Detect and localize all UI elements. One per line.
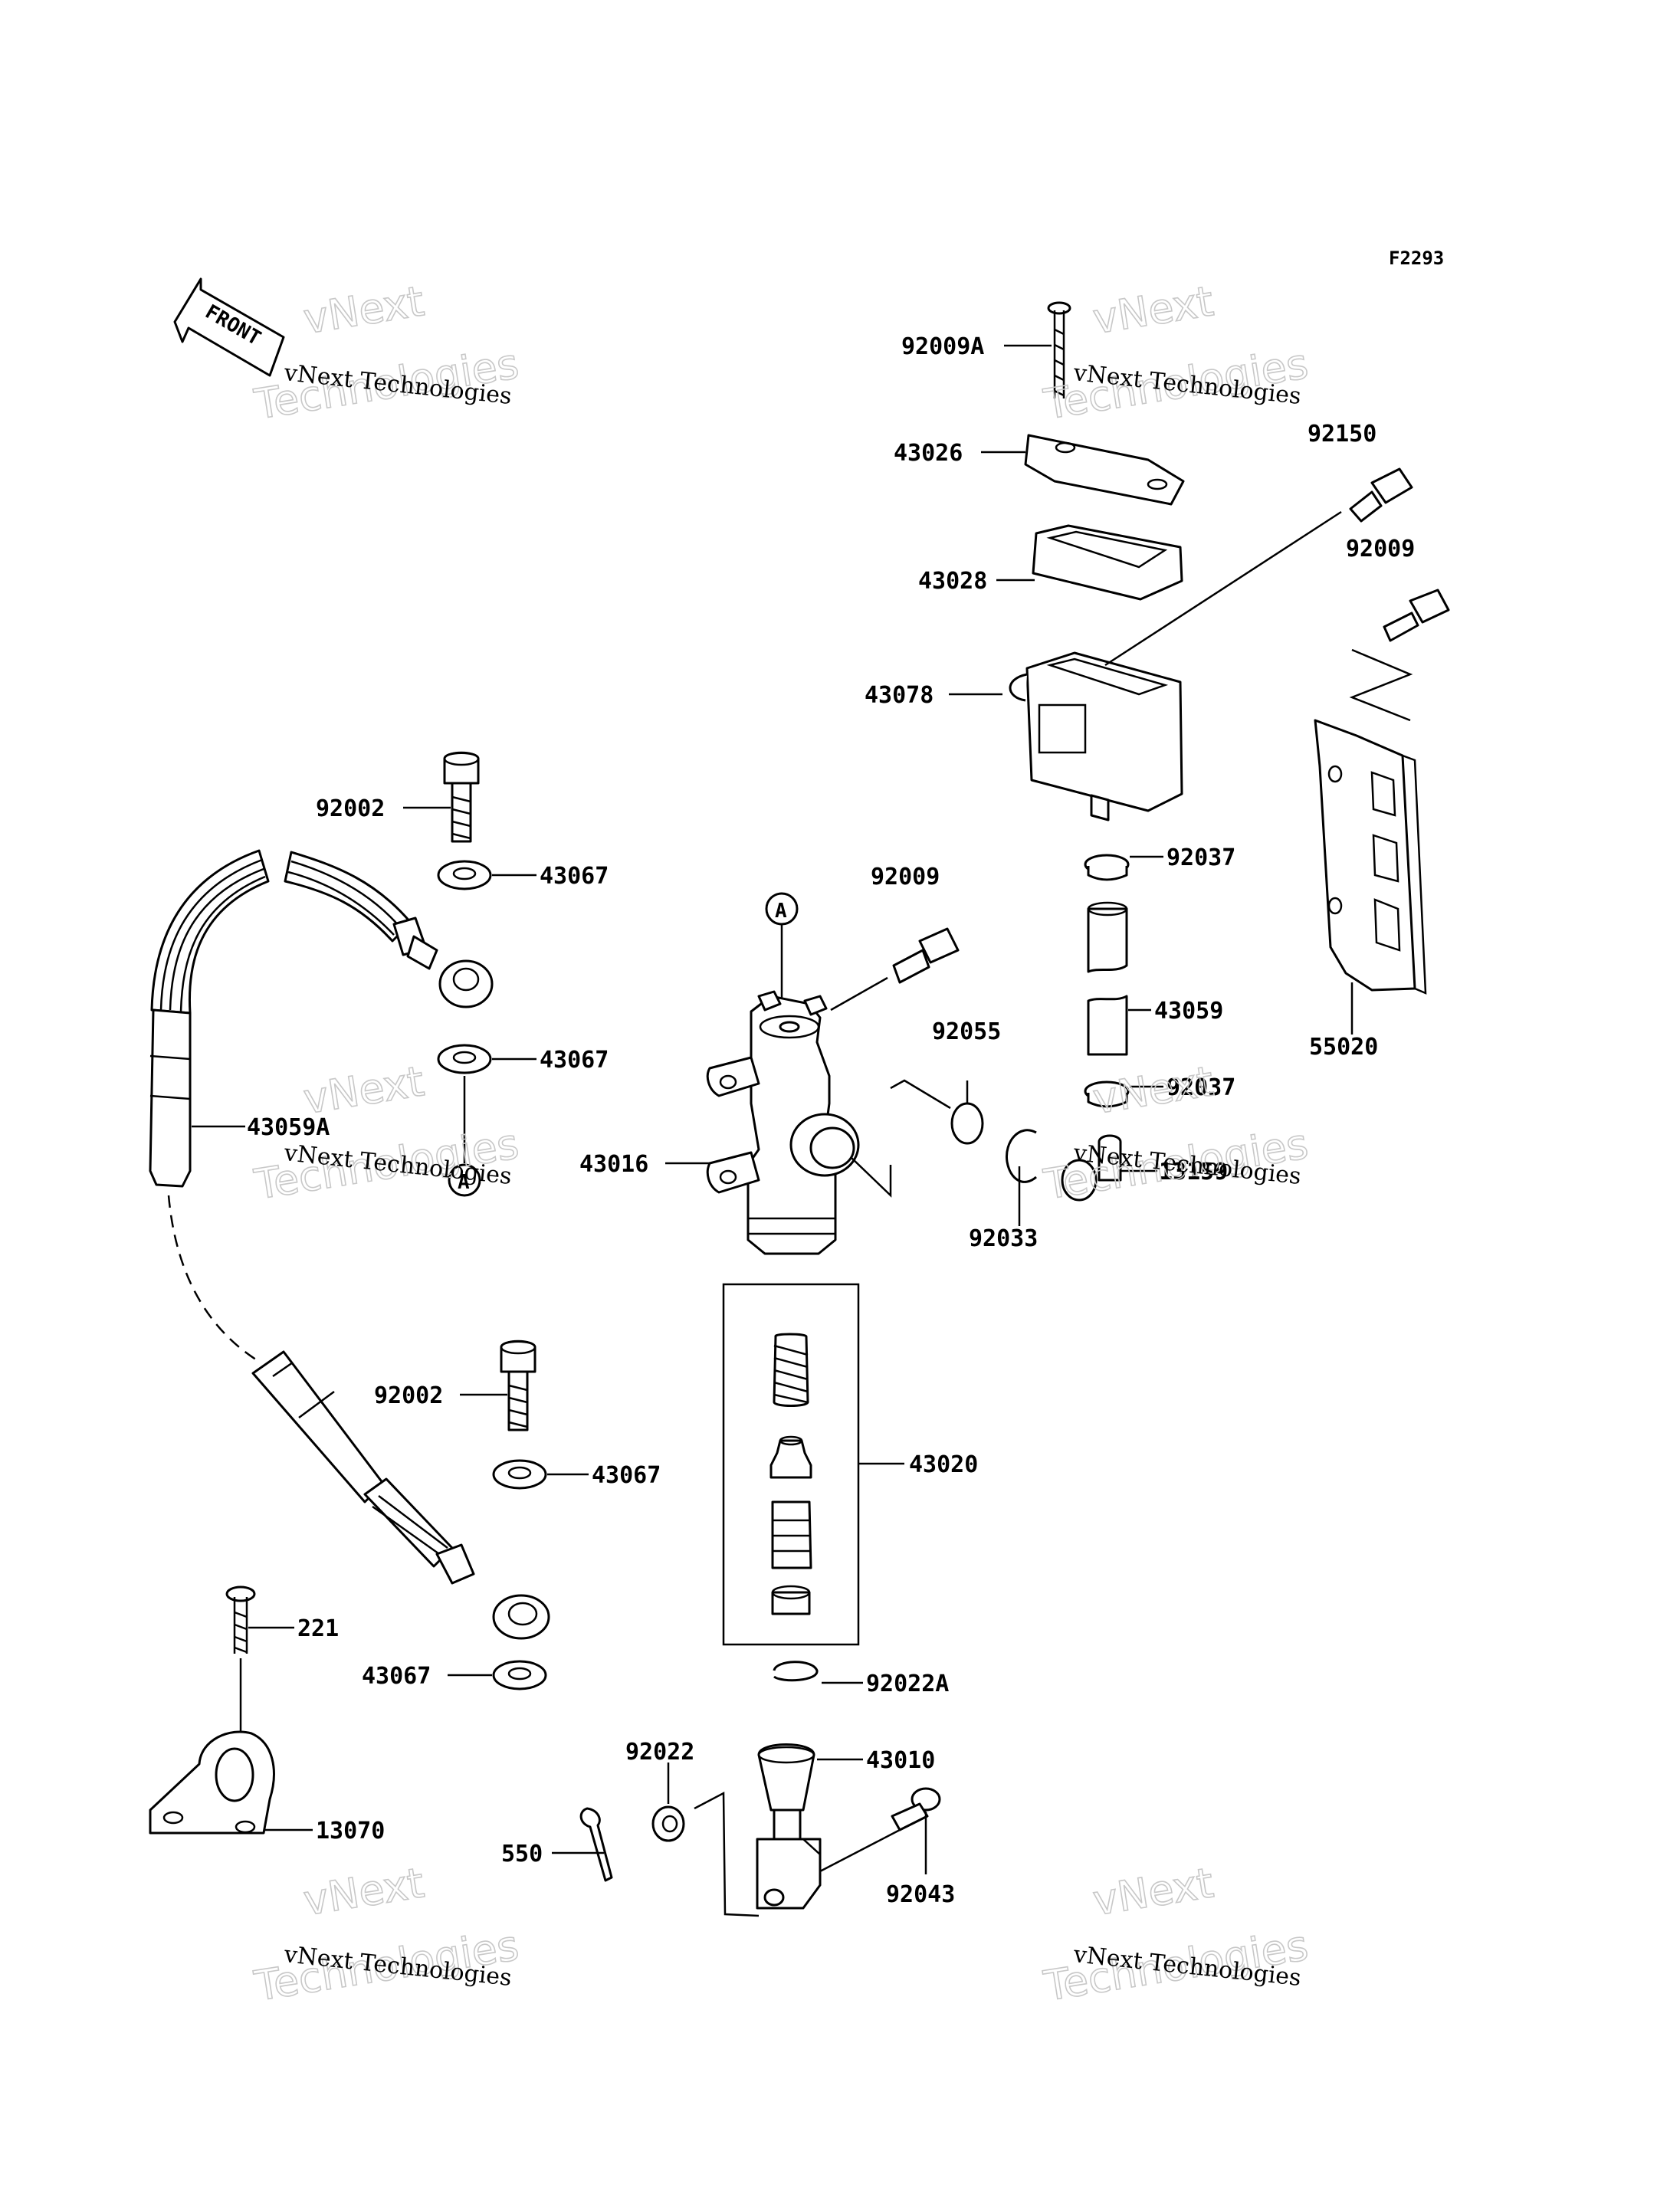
svg-text:vNext: vNext [300,1858,428,1925]
label-43078: 43078 [865,682,934,709]
master-cylinder-43016 [706,990,860,1255]
bracket-13070 [149,1730,313,1835]
clamp-92037-a [1084,854,1130,881]
label-92009a: 92009A [901,333,984,360]
label-92009-top: 92009 [1346,536,1415,562]
diaphragm-43028 [1032,524,1183,601]
hose-43059 [1087,901,1128,1056]
clip-92022a [773,1661,863,1684]
leader-43016-join [850,1156,892,1198]
label-221: 221 [297,1615,339,1642]
svg-text:vNext: vNext [300,277,428,343]
label-92002-top: 92002 [316,795,385,822]
bolt-92009-mid [830,927,960,1012]
washer-43067-a [437,860,536,890]
svg-text:vNext: vNext [1090,1057,1217,1123]
fitting-13159 [1061,1134,1122,1202]
label-43067-a: 43067 [540,863,609,890]
label-43067-d: 43067 [362,1663,431,1690]
svg-text:vNext: vNext [1090,1858,1217,1925]
label-43028: 43028 [918,568,987,595]
label-43016: 43016 [579,1151,648,1178]
svg-text:A: A [458,1171,470,1194]
label-43067-c: 43067 [592,1462,661,1489]
brake-hose-43059a [149,849,550,1640]
label-43067-b: 43067 [540,1047,609,1074]
label-92033: 92033 [969,1225,1038,1252]
label-55020: 55020 [1309,1034,1378,1061]
callout-a: A [765,892,799,1004]
washer-92022 [651,1763,760,1917]
banjo-bolt-92002-top [403,751,480,843]
label-92037-b: 92037 [1166,1074,1235,1101]
bolt-92150 [1104,467,1413,667]
label-92009-mid: 92009 [871,864,940,890]
label-92037-a: 92037 [1166,844,1235,871]
svg-text:A: A [775,900,787,923]
figure-code: F2293 [1389,248,1444,269]
oring-92055 [890,1079,984,1145]
screw-92009a [1047,301,1071,398]
washer-43067-b: A [437,1044,536,1197]
label-43026: 43026 [894,440,963,467]
label-43059: 43059 [1154,998,1223,1025]
washer-43067-c [492,1459,589,1490]
clamp-92037-b [1084,1080,1130,1108]
circlip-92033 [1006,1129,1037,1226]
svg-text:vNext: vNext [1090,277,1217,343]
label-43020: 43020 [909,1451,978,1478]
label-43059a: 43059A [247,1114,330,1141]
label-13070: 13070 [316,1818,385,1844]
cotter-pin-550 [552,1807,613,1882]
piston-kit-43020 [722,1283,904,1646]
svg-text:vNext: vNext [300,1057,428,1123]
bolt-92009-top [1349,589,1450,722]
label-92150: 92150 [1308,421,1376,448]
washer-43067-d [448,1660,547,1690]
label-43010: 43010 [866,1747,935,1774]
cap-43026 [1024,434,1185,506]
label-550: 550 [501,1841,543,1867]
pushrod-43010 [756,1743,863,1910]
label-92055: 92055 [932,1018,1001,1045]
label-92022: 92022 [625,1739,694,1766]
label-92022a: 92022A [866,1671,949,1697]
label-13159: 13159 [1159,1159,1228,1185]
banjo-bolt-92002-bottom [460,1340,536,1431]
pin-92043 [819,1787,941,1874]
guard-55020 [1314,719,1427,995]
label-92002-bottom: 92002 [374,1382,443,1409]
front-arrow-icon: FRONT [173,277,285,377]
label-92043: 92043 [886,1881,955,1908]
reservoir-43078 [1009,651,1183,821]
